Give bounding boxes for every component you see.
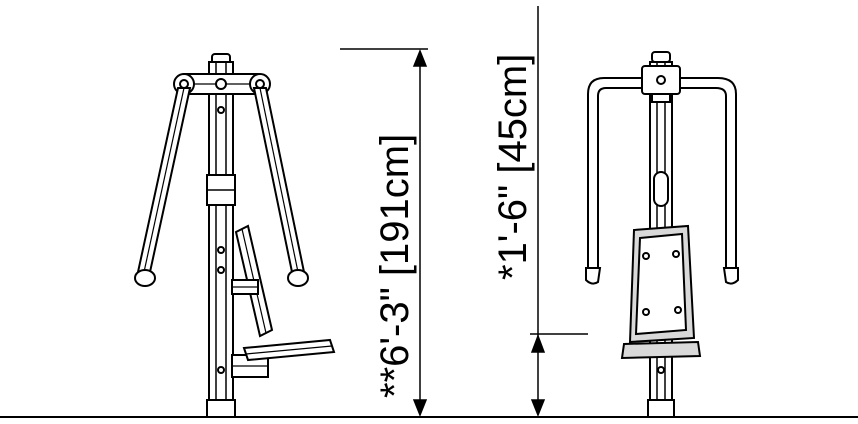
side-left-handle xyxy=(134,269,156,287)
overall-height-label: **6'-3" [191cm] xyxy=(373,134,417,398)
side-main-post xyxy=(208,61,234,418)
side-right-handle xyxy=(287,269,309,287)
front-post-cap xyxy=(651,51,671,63)
front-post-capsule xyxy=(653,171,669,207)
seat-height-arrow-top xyxy=(530,333,546,353)
seat-height-dimension xyxy=(530,6,588,418)
front-left-grip xyxy=(585,267,602,285)
side-view-machine xyxy=(134,53,336,418)
seat-height-label: *1'-6" [45cm] xyxy=(491,54,535,280)
front-seat xyxy=(620,340,702,360)
seat-height-arrow-bottom xyxy=(530,399,546,418)
overall-height-dimension xyxy=(340,48,428,418)
front-view-machine xyxy=(585,51,739,418)
overall-height-arrow-top xyxy=(412,48,428,67)
front-right-grip xyxy=(722,267,739,285)
overall-height-arrow-bottom xyxy=(412,399,428,418)
